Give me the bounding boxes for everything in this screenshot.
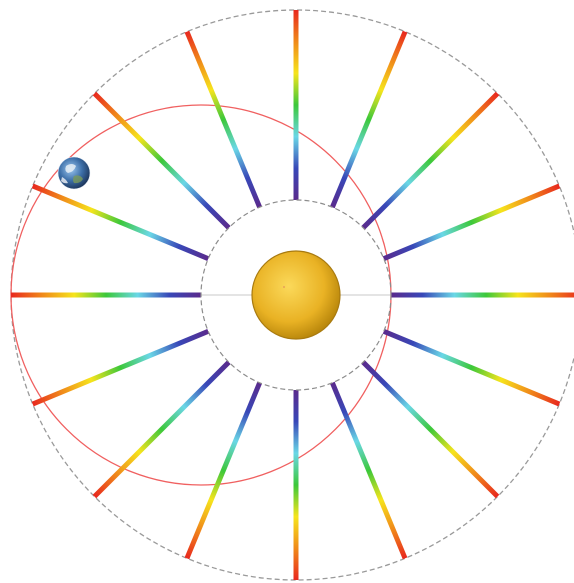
spectrum-ray-4: [330, 30, 408, 209]
spectrum-ray-6: [184, 30, 262, 209]
spectrum-ray-3: [361, 91, 500, 230]
inner-boundary-ring: [200, 199, 392, 391]
spectrum-ray-12: [184, 381, 262, 560]
spectrum-ray-7: [92, 91, 231, 230]
spectrum-ray-2: [382, 183, 561, 261]
sun-icon: [251, 250, 341, 340]
spectrum-ray-11: [92, 360, 231, 499]
spectrum-ray-16: [382, 329, 561, 407]
spectrum-ray-8: [31, 183, 210, 261]
earth-icon: [57, 156, 91, 190]
spectrum-ray-14: [330, 381, 408, 560]
spectrum-ray-15: [361, 360, 500, 499]
spectrum-rays: [11, 10, 574, 580]
spectrum-ray-10: [31, 329, 210, 407]
